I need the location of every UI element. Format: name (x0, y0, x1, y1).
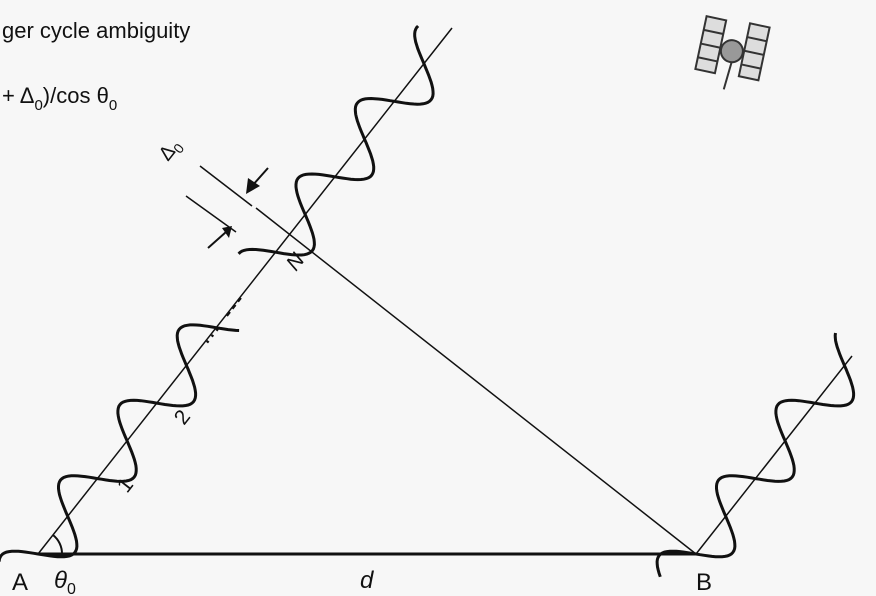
formula-text: + Δ0)/cos θ0 (2, 83, 117, 114)
delta-arrow-lower (207, 226, 232, 249)
angle-label: θ0 (54, 567, 76, 596)
delta-label: Δ0 (155, 135, 188, 167)
wave-a-upper (237, 24, 435, 257)
satellite-icon (694, 14, 771, 90)
point-b-label: B (696, 569, 712, 596)
ellipsis-label: … (189, 314, 225, 350)
cycle-2-label: 2 (170, 406, 195, 429)
delta-tick-lower (185, 195, 237, 233)
wavelength-n-label: N (282, 248, 310, 275)
baseline-label: d (360, 567, 374, 594)
line-of-sight-b (695, 355, 853, 555)
point-a-label: A (12, 569, 28, 596)
wave-a-lower (0, 323, 240, 562)
line-of-sight-a (37, 27, 453, 555)
angle-arc (52, 534, 64, 555)
caption-text: ger cycle ambiguity (2, 18, 190, 43)
delta-tick-upper (199, 165, 253, 207)
perpendicular-line (255, 207, 697, 555)
wave-b (655, 332, 856, 578)
delta-arrow-upper (246, 167, 269, 194)
ellipsis-dash (226, 297, 242, 317)
